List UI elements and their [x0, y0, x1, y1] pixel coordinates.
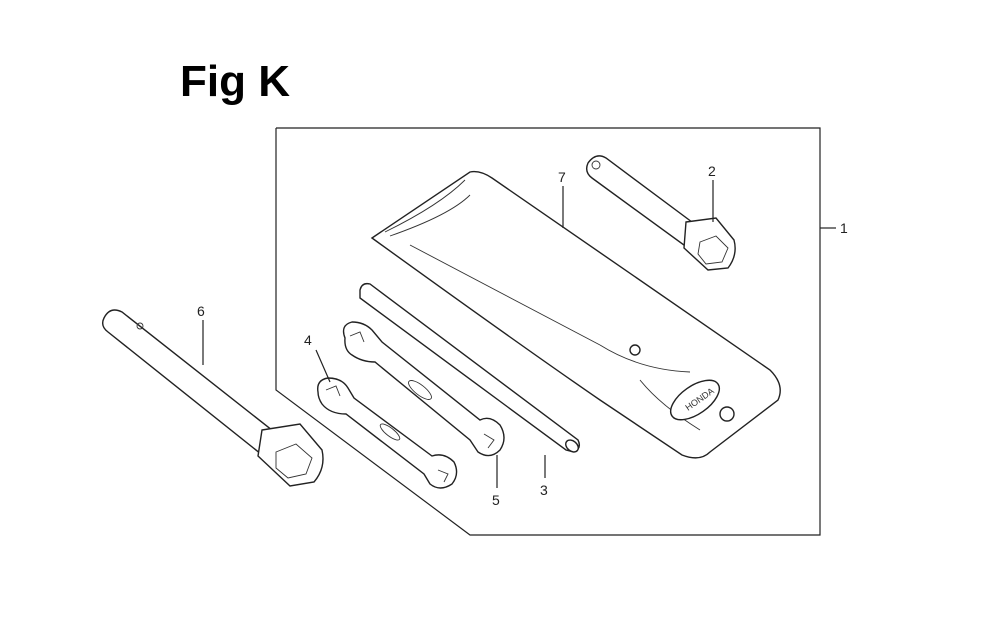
- box-spanner-large: [101, 309, 324, 487]
- figure-title: Fig K: [180, 57, 290, 106]
- callout-6: 6: [197, 303, 205, 319]
- callout-7: 7: [558, 169, 566, 185]
- leader-lines: [202, 180, 714, 488]
- callout-5: 5: [492, 492, 500, 508]
- callout-3: 3: [540, 482, 548, 498]
- callout-2: 2: [708, 163, 716, 179]
- open-end-wrench-small: [317, 377, 458, 489]
- tool-bag: HONDA: [370, 170, 781, 459]
- callout-4: 4: [304, 332, 312, 348]
- open-end-wrench-large: [342, 321, 505, 457]
- callout-1: 1: [840, 220, 848, 236]
- assembly-outline: [275, 127, 836, 536]
- handle-bar: [359, 282, 581, 453]
- box-spanner-small: [585, 155, 736, 271]
